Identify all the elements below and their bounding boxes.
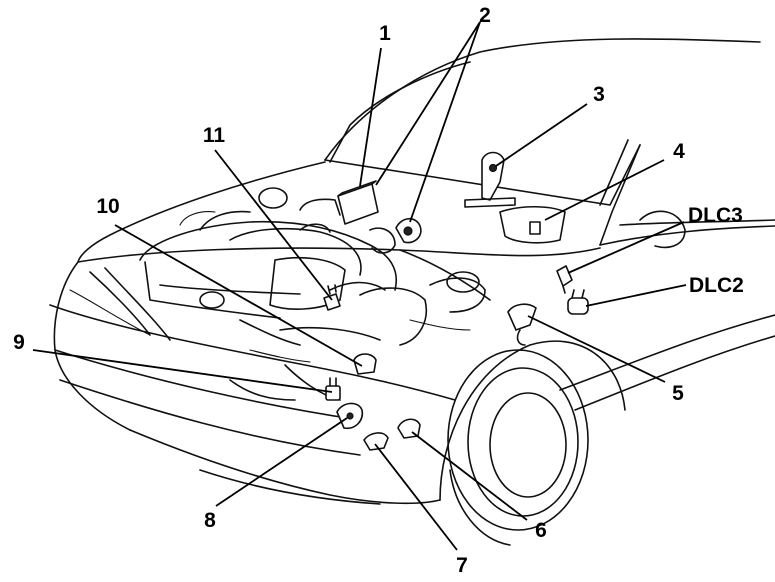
- leader-10: [114, 224, 363, 367]
- sensor-7-component: [363, 432, 389, 451]
- leader-1: [359, 47, 382, 187]
- callout-10: 10: [96, 195, 119, 218]
- callout-1: 1: [379, 22, 391, 45]
- leader-2a: [409, 21, 481, 223]
- callout-labels: 1 2 3 4 DLC3 DLC2 5 6 7 8 9 10 11: [13, 4, 744, 577]
- cluster-component: [499, 206, 566, 244]
- callout-6: 6: [535, 519, 547, 542]
- callout-dlc2: DLC2: [689, 274, 744, 297]
- shift-lever-component: [464, 151, 516, 208]
- ecu-component: [337, 180, 379, 225]
- leader-2b: [375, 21, 481, 186]
- sensor-11-component: [323, 284, 341, 311]
- leader-5: [527, 315, 666, 383]
- dlc3-connector: [556, 265, 573, 294]
- callout-4: 4: [673, 140, 685, 163]
- leader-3: [495, 103, 588, 167]
- engine-bay-detail: [139, 187, 486, 401]
- sensor-2-component: [395, 217, 422, 244]
- leader-dlc2: [585, 284, 687, 307]
- sensor-8-component: [336, 402, 364, 430]
- callout-3: 3: [593, 83, 605, 106]
- leader-8: [215, 417, 348, 507]
- leader-7: [374, 443, 458, 551]
- leader-9: [32, 349, 333, 393]
- leader-4: [544, 159, 665, 221]
- leader-11: [214, 149, 333, 301]
- callout-7: 7: [456, 554, 468, 577]
- callout-11: 11: [203, 124, 226, 147]
- dlc2-connector: [567, 289, 589, 315]
- leader-6: [411, 431, 528, 521]
- callout-dlc3: DLC3: [688, 204, 743, 227]
- callout-9: 9: [13, 331, 25, 354]
- sensor-5-component: [507, 303, 537, 346]
- leader-dlc3: [567, 221, 685, 274]
- sensor-10-component: [353, 353, 377, 375]
- callout-8: 8: [204, 509, 216, 532]
- callout-5: 5: [672, 382, 684, 405]
- leader-lines: [32, 21, 687, 551]
- sensor-9-component: [325, 377, 341, 401]
- callout-2: 2: [479, 4, 491, 27]
